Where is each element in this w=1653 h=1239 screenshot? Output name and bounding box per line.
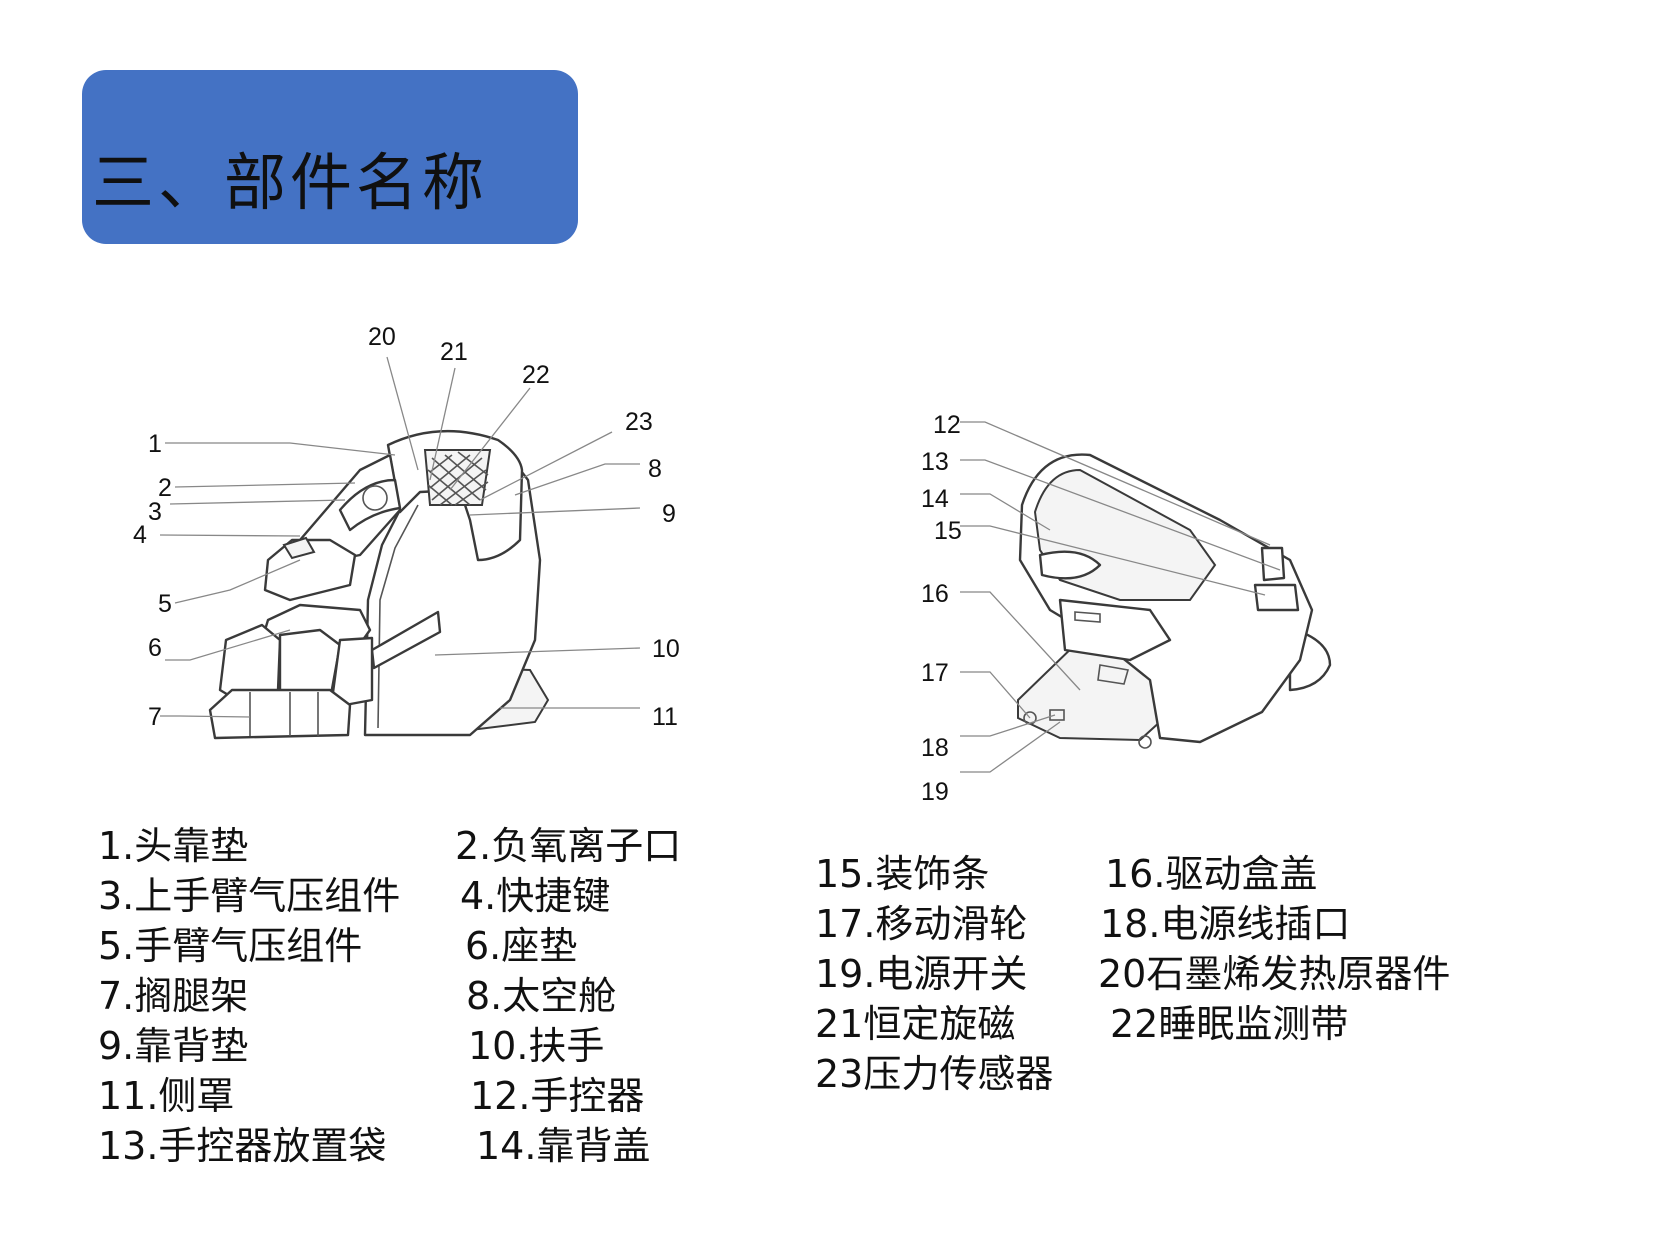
- callout-20: 20: [368, 323, 396, 351]
- legend-item-13: 13.手控器放置袋: [98, 1124, 387, 1168]
- callout-18: 18: [921, 734, 949, 762]
- legend-item-23: 23压力传感器: [815, 1052, 1054, 1096]
- legend-item-15: 15.装饰条: [815, 852, 990, 896]
- callout-17: 17: [921, 659, 949, 687]
- callout-3: 3: [148, 498, 162, 526]
- page-title: 三、部件名称: [92, 146, 489, 219]
- back-chair-illustration: [1017, 453, 1332, 749]
- callout-7: 7: [148, 703, 162, 731]
- legend-item-3: 3.上手臂气压组件: [98, 874, 401, 918]
- parts-diagram: 20 21 22 23 1 2 3 4 5 6 7 8 9 10 11: [133, 323, 1332, 806]
- legend-item-12: 12.手控器: [470, 1074, 645, 1118]
- legend-item-18: 18.电源线插口: [1100, 902, 1351, 946]
- callout-8: 8: [648, 455, 662, 483]
- legend-item-14: 14.靠背盖: [476, 1124, 651, 1168]
- legend-item-4: 4.快捷键: [460, 874, 611, 918]
- legend-item-20: 20石墨烯发热原器件: [1098, 952, 1451, 996]
- legend-item-6: 6.座垫: [465, 924, 578, 968]
- front-leader-lines: [159, 356, 641, 718]
- legend-item-10: 10.扶手: [468, 1024, 605, 1068]
- callout-22: 22: [522, 361, 550, 389]
- callout-4: 4: [133, 521, 147, 549]
- legend-item-11: 11.侧罩: [98, 1074, 235, 1118]
- legend-item-21: 21恒定旋磁: [815, 1002, 1016, 1046]
- legend-item-19: 19.电源开关: [815, 952, 1028, 996]
- callout-2: 2: [158, 474, 172, 502]
- title-banner: 三、部件名称: [82, 70, 578, 244]
- callout-13: 13: [921, 448, 949, 476]
- legend-item-7: 7.搁腿架: [98, 974, 249, 1018]
- callout-10: 10: [652, 635, 680, 663]
- callout-16: 16: [921, 580, 949, 608]
- callout-11: 11: [652, 703, 678, 731]
- legend-item-17: 17.移动滑轮: [815, 902, 1028, 946]
- legend-item-16: 16.驱动盒盖: [1105, 852, 1318, 896]
- callout-12: 12: [933, 411, 961, 439]
- callout-14: 14: [921, 485, 949, 513]
- callout-15: 15: [934, 517, 962, 545]
- legend-item-5: 5.手臂气压组件: [98, 924, 363, 968]
- callout-21: 21: [440, 338, 468, 366]
- callout-6: 6: [148, 634, 162, 662]
- callout-23: 23: [625, 408, 653, 436]
- front-callouts: 20 21 22 23 1 2 3 4 5 6 7 8 9 10 11: [133, 323, 680, 731]
- legend-item-8: 8.太空舱: [466, 974, 617, 1018]
- callout-1: 1: [148, 430, 162, 458]
- back-callouts: 12 13 14 15 16 17 18 19: [921, 411, 962, 806]
- legend-item-9: 9.靠背垫: [98, 1024, 249, 1068]
- legend-item-1: 1.头靠垫: [98, 824, 249, 868]
- callout-5: 5: [158, 590, 172, 618]
- legend-item-2: 2.负氧离子口: [455, 824, 682, 868]
- callout-19: 19: [921, 778, 949, 806]
- back-leader-lines: [960, 421, 1281, 773]
- legend-item-22: 22睡眠监测带: [1110, 1002, 1349, 1046]
- callout-9: 9: [662, 500, 676, 528]
- front-chair-illustration: [208, 429, 550, 740]
